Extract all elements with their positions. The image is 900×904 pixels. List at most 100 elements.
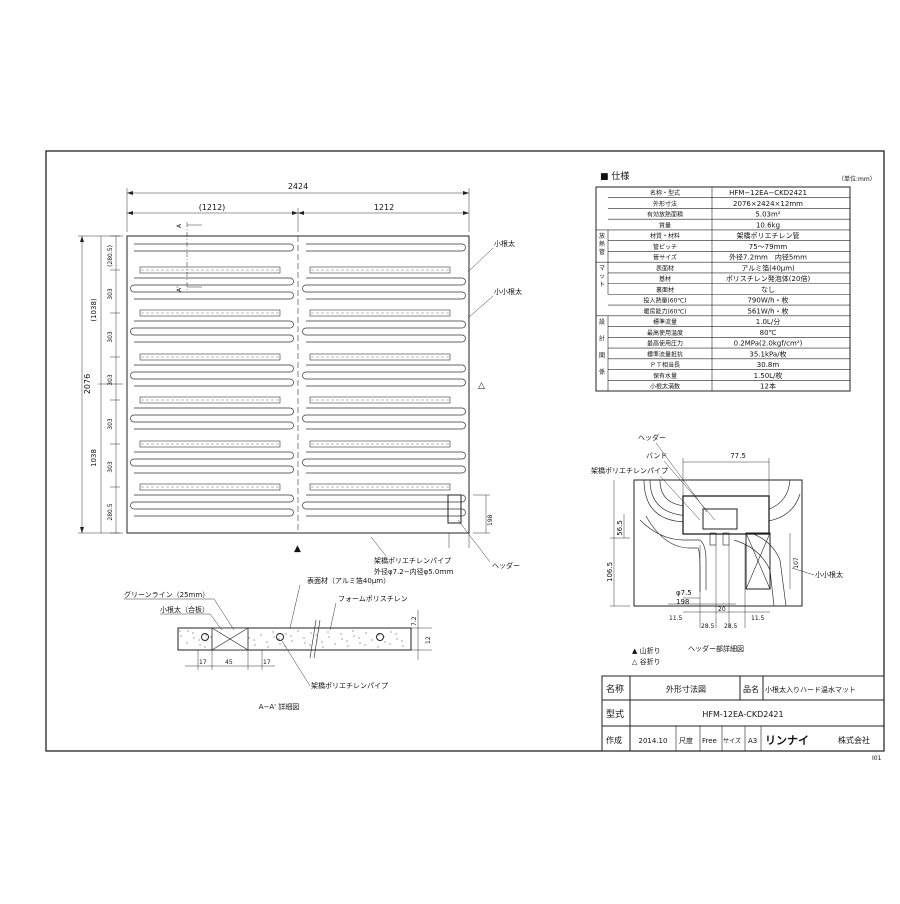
callout-pipe-line2: 外径φ7.2−内径φ5.0ｍｍ — [374, 567, 453, 576]
spec-label: 管ピッチ — [653, 243, 677, 251]
tb-company-suffix: 株式会社 — [838, 735, 870, 745]
dim-107: 107 — [793, 557, 800, 569]
section-mark-top: A — [176, 223, 183, 228]
dim-11-right: 11.5 — [751, 615, 765, 622]
spec-value: 80℃ — [760, 329, 777, 337]
hd-label-band: バンド — [646, 452, 667, 460]
mat-plan-view: 2424 (1212) 1212 2076 (1038) 1038 (280.5… — [78, 182, 522, 576]
spec-group-char: 管 — [599, 248, 605, 256]
spec-value: 12本 — [760, 382, 776, 391]
tb-sheet-code: I01 — [872, 755, 882, 762]
tb-created-value: 2014.10 — [639, 737, 668, 745]
tb-model-value: HFM-12EA-CKD2421 — [702, 710, 783, 719]
dim-pitch-1: 303 — [107, 288, 114, 300]
dim-total-width: 2424 — [288, 182, 308, 191]
spec-label: 投入熱量(60℃) — [643, 297, 686, 305]
callout-kokone: 小小根太 — [494, 287, 522, 296]
pipe-loop — [134, 243, 294, 252]
spec-label: 裏面材 — [656, 286, 674, 294]
spec-group-char: 放 — [599, 232, 605, 240]
spec-value: 5.03m² — [755, 211, 780, 219]
sd-dim-17a: 17 — [199, 659, 207, 666]
spec-label: 標準流量 — [653, 318, 677, 326]
kone-bar — [309, 353, 451, 361]
spec-label: 標準流量抵抗 — [647, 350, 683, 358]
spec-value: 10.6kg — [756, 221, 780, 229]
tb-scale-value: Free — [702, 737, 717, 745]
spec-group-char: マ — [599, 265, 605, 272]
dim-20: 20 — [718, 606, 726, 613]
sd-dim-17b: 17 — [263, 659, 271, 666]
pipe-loop — [130, 277, 294, 300]
header-detail: 77.5 ヘッダー バンド 架橋ポリエチレンパイプ 小小根太 56.5 106.… — [591, 433, 843, 653]
pitch-ticks — [110, 235, 120, 534]
spec-value: 35.1kPa/枚 — [749, 349, 786, 358]
spec-label: 表面材 — [656, 264, 674, 272]
spec-value: 75〜79mm — [749, 243, 788, 251]
pipe-loop — [302, 364, 466, 387]
spec-group-char: ト — [599, 281, 605, 288]
section-outline — [177, 627, 412, 651]
spec-value: 30.8m — [757, 361, 780, 369]
hd-caption: ヘッダー部詳細図 — [688, 644, 744, 653]
spec-group-char: 設 — [599, 318, 605, 326]
dim-198: 198 — [676, 598, 689, 606]
pipe-loop — [306, 243, 466, 252]
dim-bottom-edge: 280.5 — [107, 503, 114, 520]
dim-56: 56.5 — [616, 520, 624, 536]
mountain-fold-mark: ▲ — [294, 544, 301, 554]
spec-value: 外径7.2mm 内径5mm — [729, 253, 807, 262]
pipe-loop — [130, 494, 294, 517]
spec-value: 1.50L/枚 — [754, 371, 783, 380]
kone-bar — [309, 440, 451, 448]
spec-value: 架橋ポリエチレン管 — [737, 231, 800, 240]
spec-value: 2076×2424×12mm — [733, 200, 803, 208]
dim-28a: 28.5 — [701, 623, 715, 630]
dim-lower-half: 1038 — [90, 449, 98, 467]
callout-header: ヘッダー — [492, 561, 520, 570]
pipe-loop — [302, 494, 466, 517]
kone-bar — [139, 396, 281, 404]
dim-77: 77.5 — [730, 452, 746, 460]
spec-label: 名称・型式 — [650, 189, 680, 197]
spec-label: 基材 — [659, 275, 671, 283]
tb-company-brand: リンナイ — [765, 734, 809, 747]
pipe-loop — [130, 407, 294, 430]
spec-label: 保有水量 — [653, 372, 677, 380]
pipe-loop — [302, 277, 466, 300]
section-mark-bottom: A' — [176, 286, 183, 292]
dim-pitch-4: 303 — [107, 418, 114, 430]
spec-value: HFM−12EA−CKD2421 — [729, 189, 807, 197]
spec-label: 暖房能力(60℃) — [643, 307, 686, 315]
spec-value: なし — [761, 286, 775, 294]
kone-bar — [139, 266, 281, 274]
dim-total-height: 2076 — [83, 374, 92, 394]
pipe-loop — [130, 451, 294, 474]
hd-label-header: ヘッダー — [638, 433, 666, 442]
kone-bar — [139, 309, 281, 317]
dim-pitch-2: 303 — [107, 331, 114, 343]
foam-texture — [179, 630, 404, 648]
section-detail: グリーンライン（25mm） 小根太（合板） 表面材（アルミ箔40μm） フォーム… — [124, 576, 432, 711]
pipe-loop — [130, 364, 294, 387]
spec-label: 最高使用温度 — [647, 329, 683, 337]
kone-bar — [309, 266, 451, 274]
tb-name-value: 外形寸法図 — [666, 684, 706, 694]
sd-dim-7: 7.2 — [411, 616, 418, 626]
legend-valley: △ 谷折り — [632, 657, 661, 666]
header-box — [447, 494, 462, 524]
tb-name-label: 名称 — [606, 683, 624, 695]
sheet-frame — [45, 150, 885, 752]
callout-kone: 小根太 — [494, 239, 515, 248]
spec-value: 1.0L/分 — [756, 317, 780, 326]
spec-label: 材質・材料 — [650, 232, 680, 240]
spec-value: 0.2MPa(2.0kgf/cm²) — [734, 340, 803, 348]
hd-label-kokone: 小小根太 — [815, 570, 843, 579]
pipe-loop — [130, 320, 294, 343]
callout-pipe-line1: 架橋ポリエチレンパイプ — [374, 556, 451, 565]
dim-half-left: (1212) — [199, 203, 226, 212]
dim-upper-half: (1038) — [90, 298, 98, 322]
spec-group-char: 関 — [599, 352, 605, 359]
dim-28b: 28.5 — [724, 623, 738, 630]
